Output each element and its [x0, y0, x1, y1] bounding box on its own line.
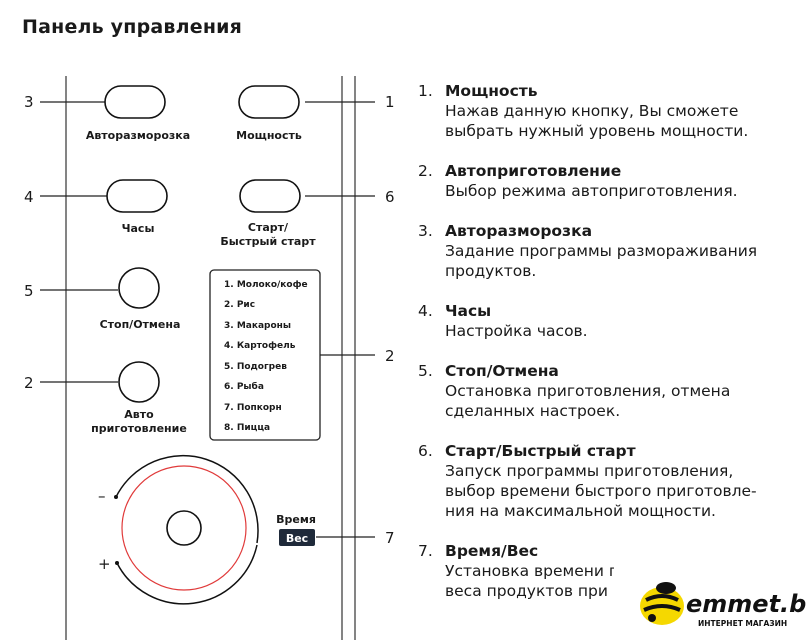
auto-cook-menu — [209, 269, 321, 441]
callout-number: 2 — [385, 347, 395, 365]
item-title: Время/Вес — [445, 542, 539, 560]
item-title: Старт/Быстрый старт — [445, 442, 636, 460]
callout-number: 1 — [385, 93, 395, 111]
emmet-logo: emmet.by ИНТЕРНЕТ МАГАЗИН — [640, 582, 806, 628]
dial-minus-sign: – — [98, 487, 106, 505]
logo-tagline: ИНТЕРНЕТ МАГАЗИН — [698, 619, 787, 628]
item-title: Авторазморозка — [445, 222, 593, 240]
item-number: 4. — [418, 302, 433, 320]
clock-label: Часы — [122, 222, 155, 235]
menu-item: 6. Рыба — [224, 381, 264, 392]
power-button[interactable] — [238, 85, 300, 119]
menu-item: 5. Подогрев — [224, 362, 287, 372]
menu-item: 1. Молоко/кофе — [224, 280, 308, 290]
callout-number: 2 — [24, 374, 34, 392]
item-body-line: Задание программы размораживания — [445, 242, 758, 260]
clock-button[interactable] — [106, 179, 168, 213]
item-title: Часы — [445, 302, 492, 320]
list-item: 2. Автоприготовление Выбор режима автопр… — [418, 161, 788, 201]
item-title: Стоп/Отмена — [445, 362, 559, 380]
item-body-line: выбрать нужный уровень мощности. — [445, 122, 749, 140]
item-body-line: продуктов. — [445, 262, 537, 280]
item-body-line: Нажав данную кнопку, Вы сможете — [445, 102, 739, 120]
list-item: 6. Старт/Быстрый старт Запуск программы … — [418, 441, 788, 521]
item-body-line: Выбор режима автоприготовления. — [445, 182, 738, 200]
callout-number: 3 — [24, 93, 34, 111]
page-title: Панель управления — [22, 16, 243, 38]
list-item: 1. Мощность Нажав данную кнопку, Вы смож… — [418, 81, 788, 141]
start-button[interactable] — [239, 179, 301, 213]
item-body-line: веса продуктов при — [445, 582, 608, 600]
menu-item: 3. Макароны — [224, 321, 291, 331]
item-title: Автоприготовление — [445, 162, 622, 180]
callout-number: 7 — [385, 529, 395, 547]
list-item: 7. Время/Вес Установка времени п веса пр… — [418, 541, 788, 601]
stop-button[interactable] — [118, 267, 160, 309]
dial-plus-sign: + — [98, 555, 111, 573]
dial-end-dot — [115, 561, 119, 565]
menu-item: 4. Картофель — [224, 341, 296, 351]
item-number: 2. — [418, 162, 433, 180]
item-title: Мощность — [445, 82, 538, 100]
callout-number: 6 — [385, 188, 395, 206]
item-number: 3. — [418, 222, 433, 240]
item-body-line: Остановка приготовления, отмена — [445, 382, 731, 400]
weight-badge — [279, 529, 315, 546]
menu-item: 8. Пицца — [224, 423, 270, 433]
list-item: 4. Часы Настройка часов. — [418, 301, 788, 341]
item-body-line: выбор времени быстрого приготовле- — [445, 482, 757, 500]
dial-arc-bottom — [116, 544, 258, 605]
stop-label: Стоп/Отмена — [100, 318, 181, 331]
defrost-label: Авторазморозка — [86, 129, 190, 142]
item-body-line: ния на максимальной мощности. — [445, 502, 716, 520]
item-body-line: Запуск программы приготовления, — [445, 462, 734, 480]
list-item: 3. Авторазморозка Задание программы разм… — [418, 221, 788, 281]
power-label: Мощность — [236, 129, 302, 142]
defrost-button[interactable] — [104, 85, 166, 119]
item-number: 5. — [418, 362, 433, 380]
item-body-line: сделанных настроек. — [445, 402, 621, 420]
item-number: 6. — [418, 442, 433, 460]
auto-label-line2: приготовление — [91, 422, 187, 435]
auto-cook-button[interactable] — [118, 361, 160, 403]
item-number: 1. — [418, 82, 433, 100]
list-item: 5. Стоп/Отмена Остановка приготовления, … — [418, 361, 788, 421]
dial-end-dot — [114, 495, 118, 499]
callout-number: 5 — [24, 282, 34, 300]
item-number: 7. — [418, 542, 433, 560]
item-body-line: Настройка часов. — [445, 322, 588, 340]
dial-arc-top — [115, 454, 259, 544]
start-label-line2: Быстрый старт — [220, 235, 316, 248]
logo-brand-text: emmet.by — [686, 590, 806, 618]
menu-item: 7. Попкорн — [224, 403, 282, 413]
auto-label-line1: Авто — [124, 408, 154, 421]
time-label: Время — [276, 513, 316, 526]
start-label-line1: Старт/ — [248, 221, 289, 234]
item-body-line: Установка времени п — [445, 562, 620, 580]
menu-item: 2. Рис — [224, 300, 255, 310]
weight-label: Вес — [286, 532, 308, 545]
callout-number: 4 — [24, 188, 34, 206]
dial-center-knob[interactable] — [166, 510, 202, 546]
